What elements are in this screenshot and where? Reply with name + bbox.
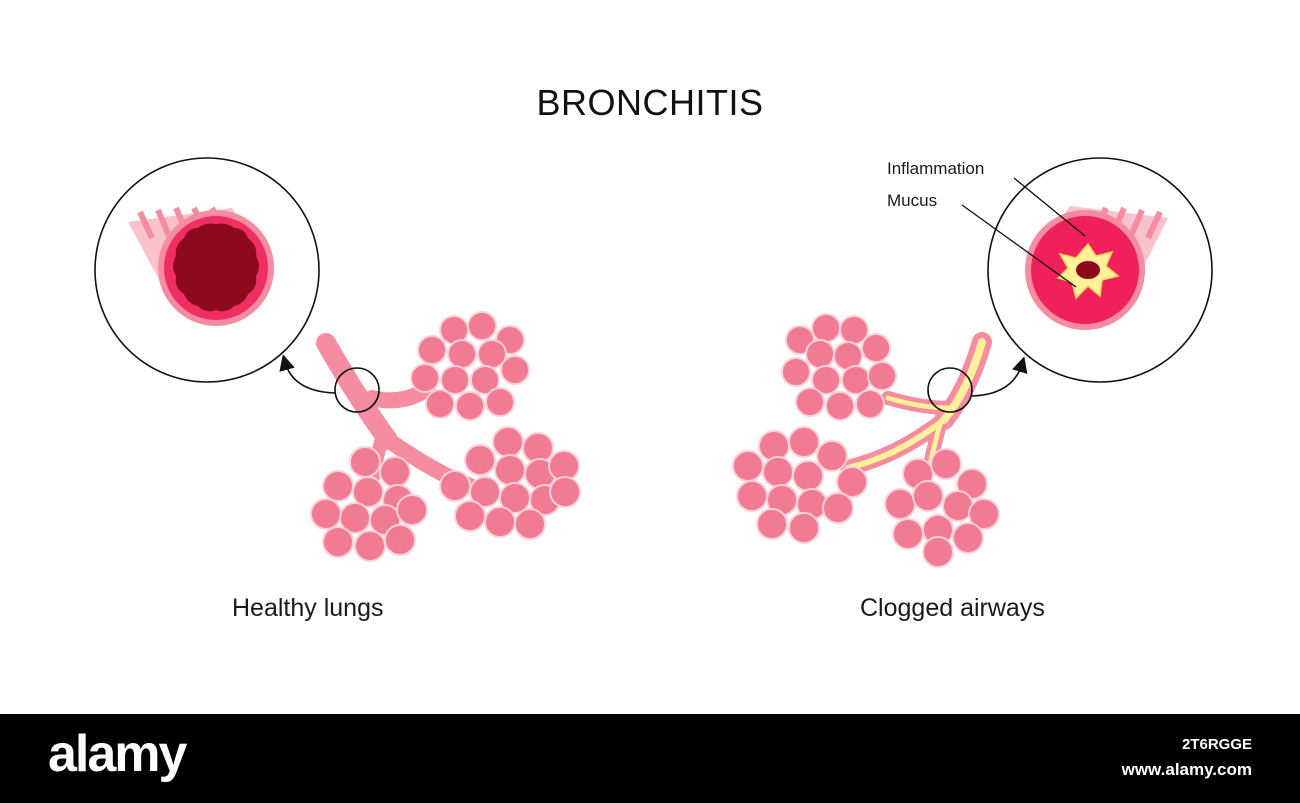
mucus-pointer xyxy=(961,204,1077,288)
clogged-lumen xyxy=(1076,261,1100,279)
clogged-bronchus-zoom xyxy=(987,157,1213,383)
mucus-label: Mucus xyxy=(887,191,938,210)
clogged-alveoli-cluster-top xyxy=(781,313,897,421)
healthy-focus-ring xyxy=(334,367,380,413)
healthy-bronchus-zoom xyxy=(94,157,320,383)
inflammation-label: Inflammation xyxy=(887,159,985,178)
site-url: www.alamy.com xyxy=(1121,760,1252,779)
clogged-focus-ring xyxy=(927,367,973,413)
clogged-bronchial-tree xyxy=(840,332,992,476)
healthy-lung-illustration xyxy=(94,157,581,562)
healthy-lumen xyxy=(173,223,259,312)
bronchitis-diagram xyxy=(94,157,1213,568)
clogged-lung-illustration xyxy=(732,157,1213,568)
alamy-logo: alamy xyxy=(48,725,187,783)
clogged-airways-caption: Clogged airways xyxy=(860,594,1045,622)
clogged-alveoli-cluster-bottom-right xyxy=(884,448,1000,568)
clogged-zoom-arrow xyxy=(971,356,1028,397)
inflammation-pointer xyxy=(1013,177,1086,237)
image-id: 2T6RGGE xyxy=(1181,736,1252,753)
clogged-alveoli-cluster-bottom-left xyxy=(732,426,868,544)
healthy-alveoli-cluster-bottom-left xyxy=(310,446,428,562)
healthy-lungs-caption: Healthy lungs xyxy=(232,594,384,622)
footer-bar: alamy 2T6RGGE www.alamy.com xyxy=(0,714,1300,803)
diagram-title: BRONCHITIS xyxy=(536,82,764,123)
healthy-alveoli-cluster-bottom-right xyxy=(439,426,581,540)
healthy-zoom-arrow xyxy=(279,354,336,394)
healthy-alveoli-cluster-top xyxy=(410,311,530,421)
